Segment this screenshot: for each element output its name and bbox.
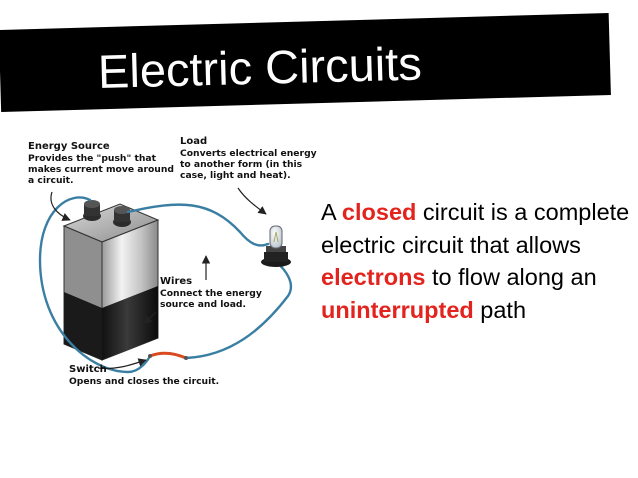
definition-segment: path (473, 296, 527, 323)
switch-line: Opens and closes the circuit. (69, 376, 220, 387)
load-title: Load (180, 136, 208, 147)
wires-line: source and load. (160, 299, 246, 310)
switch-icon (148, 351, 188, 360)
definition-segment: A (321, 199, 342, 225)
circuit-wires (38, 196, 293, 374)
definition-segment: to flow along an (425, 264, 597, 290)
energy-source-line: Provides the "push" that (28, 153, 156, 164)
energy-source-line: a circuit. (28, 175, 74, 186)
keyword-electrons: electrons (321, 264, 426, 290)
load-line: Converts electrical energy (180, 148, 317, 159)
switch-title: Switch (69, 364, 107, 375)
definition-text: A closed circuit is a complete electric … (321, 196, 631, 326)
definition-segment: circuit is a complete electric circuit t… (321, 199, 630, 258)
keyword-closed: closed (341, 199, 417, 225)
load-line: case, light and heat). (180, 170, 291, 181)
energy-source-callout: Energy Source Provides the "push" that m… (28, 141, 174, 186)
energy-source-title: Energy Source (28, 141, 110, 152)
wires-title: Wires (160, 276, 193, 287)
wires-callout: Wires Connect the energy source and load… (160, 276, 262, 310)
battery-icon (62, 200, 160, 361)
load-line: to another form (in this (180, 159, 303, 170)
keyword-uninterrupted: uninterrupted (321, 296, 474, 323)
light-bulb-icon (261, 225, 291, 267)
callout-arrows (50, 187, 267, 370)
load-callout: Load Converts electrical energy to anoth… (180, 136, 317, 181)
wires-line: Connect the energy (160, 288, 262, 299)
switch-callout: Switch Opens and closes the circuit. (69, 364, 219, 387)
energy-source-line: makes current move around (28, 164, 174, 175)
